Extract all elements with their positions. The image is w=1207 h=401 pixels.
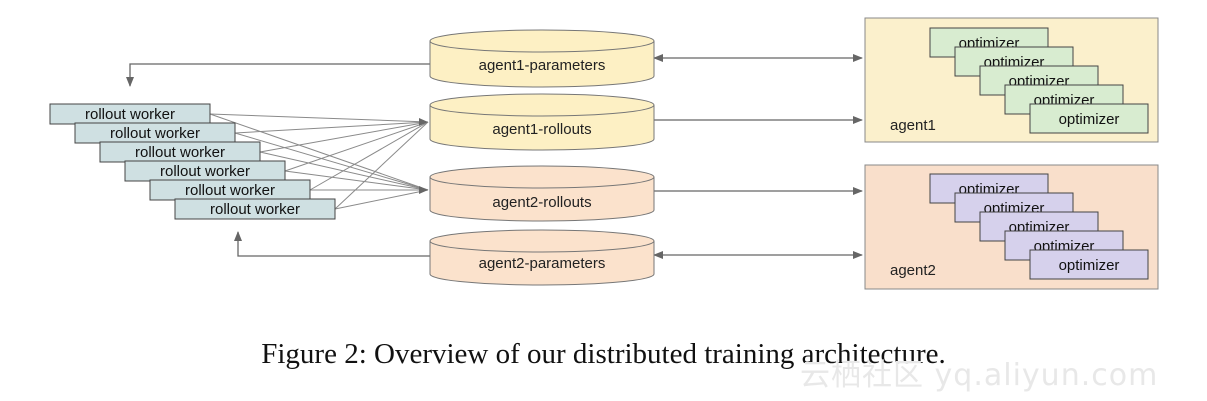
optimizer-label: optimizer: [1059, 111, 1120, 128]
figure-caption: Figure 2: Overview of our distributed tr…: [261, 338, 946, 370]
rollout-worker-label: rollout worker: [135, 144, 225, 161]
rollout-worker: rollout worker: [174, 198, 336, 220]
worker-store-line: [309, 121, 429, 191]
worker-store-line: [259, 121, 429, 153]
store-agent2-parameters: agent2-parameters: [429, 229, 655, 286]
params1-to-workers-arrow: [126, 63, 430, 87]
worker-store-line: [334, 121, 429, 210]
agent1-optimizer: optimizer: [1029, 103, 1149, 134]
agent1-box: optimizer optimizer optimizer optimizer …: [864, 17, 1159, 143]
store-agent2-rollouts-label: agent2-rollouts: [492, 194, 591, 211]
optimizer-label: optimizer: [1059, 257, 1120, 274]
agent2-box: optimizer optimizer optimizer optimizer …: [864, 164, 1159, 290]
rollout-worker-label: rollout worker: [185, 182, 275, 199]
architecture-diagram: agent1-parameters agent1-rollouts agent2…: [49, 17, 1159, 290]
rollout-worker-label: rollout worker: [160, 163, 250, 180]
worker-store-line: [334, 189, 429, 210]
store-agent1-rollouts: agent1-rollouts: [429, 93, 655, 151]
worker-store-line: [209, 113, 429, 123]
arrowhead: [419, 118, 428, 126]
store-agent2-rollouts: agent2-rollouts: [429, 165, 655, 222]
rollout-worker-stack: rollout worker rollout worker rollout wo…: [49, 103, 336, 220]
rollout-worker-label: rollout worker: [210, 201, 300, 218]
arrowhead: [419, 186, 428, 194]
rollout-worker: rollout worker: [149, 179, 311, 201]
worker-store-line: [234, 121, 429, 134]
worker-store-line: [234, 132, 429, 191]
params2-to-workers-arrow: [234, 231, 430, 257]
worker-store-line: [259, 151, 429, 191]
rollout-worker: rollout worker: [74, 122, 236, 144]
rollout-worker: rollout worker: [49, 103, 211, 125]
agent1-label: agent1: [890, 117, 936, 134]
store-agent2-parameters-label: agent2-parameters: [479, 255, 606, 272]
rollout-worker: rollout worker: [124, 160, 286, 182]
worker-store-line: [284, 121, 429, 172]
store-agent1-parameters: agent1-parameters: [429, 29, 655, 88]
watermark: 云栖社区 yq.aliyun.com: [800, 358, 1159, 393]
agent2-optimizer: optimizer: [1029, 249, 1149, 280]
rollout-worker: rollout worker: [99, 141, 261, 163]
worker-store-line: [209, 113, 429, 191]
rollout-worker-label: rollout worker: [85, 106, 175, 123]
agent2-label: agent2: [890, 262, 936, 279]
worker-connections: [209, 113, 429, 210]
store-agent1-rollouts-label: agent1-rollouts: [492, 121, 591, 138]
worker-store-line: [284, 170, 429, 191]
store-agent1-parameters-label: agent1-parameters: [479, 57, 606, 74]
rollout-worker-label: rollout worker: [110, 125, 200, 142]
